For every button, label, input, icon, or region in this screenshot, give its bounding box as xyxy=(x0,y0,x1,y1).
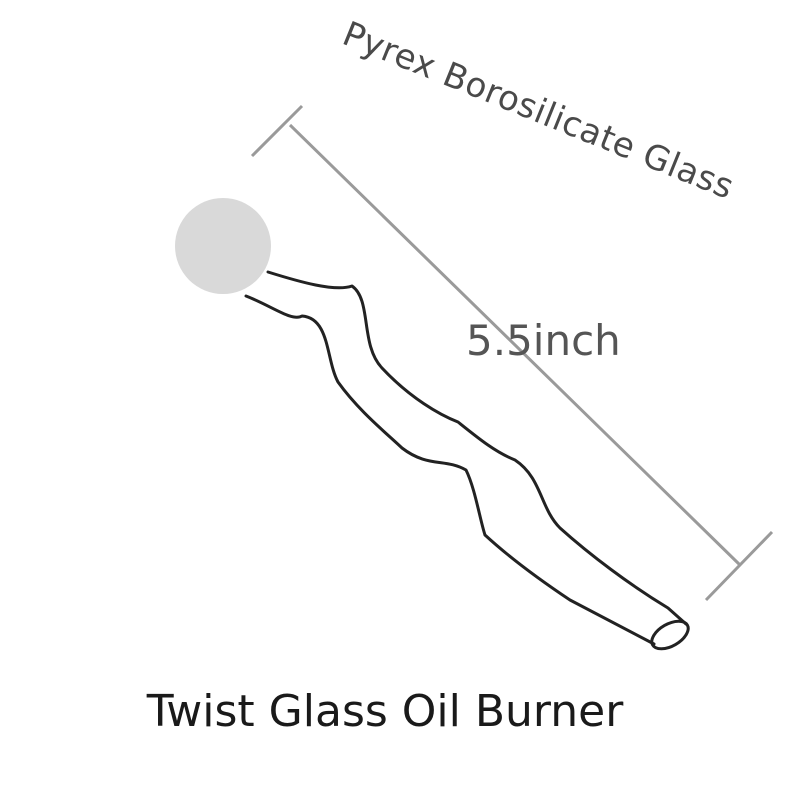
twisted-tube xyxy=(244,270,690,651)
glass-bulb xyxy=(175,198,271,294)
tube-upper-edge xyxy=(266,270,688,626)
length-label: 5.5inch xyxy=(466,316,621,365)
tube-open-end xyxy=(650,619,690,651)
dimension-tick-end xyxy=(704,530,774,602)
dimension-line xyxy=(288,123,742,567)
dimension-tick-start xyxy=(250,104,304,158)
dimension-marker xyxy=(250,104,774,602)
tube-lower-edge xyxy=(244,294,656,646)
product-title: Twist Glass Oil Burner xyxy=(146,686,624,737)
